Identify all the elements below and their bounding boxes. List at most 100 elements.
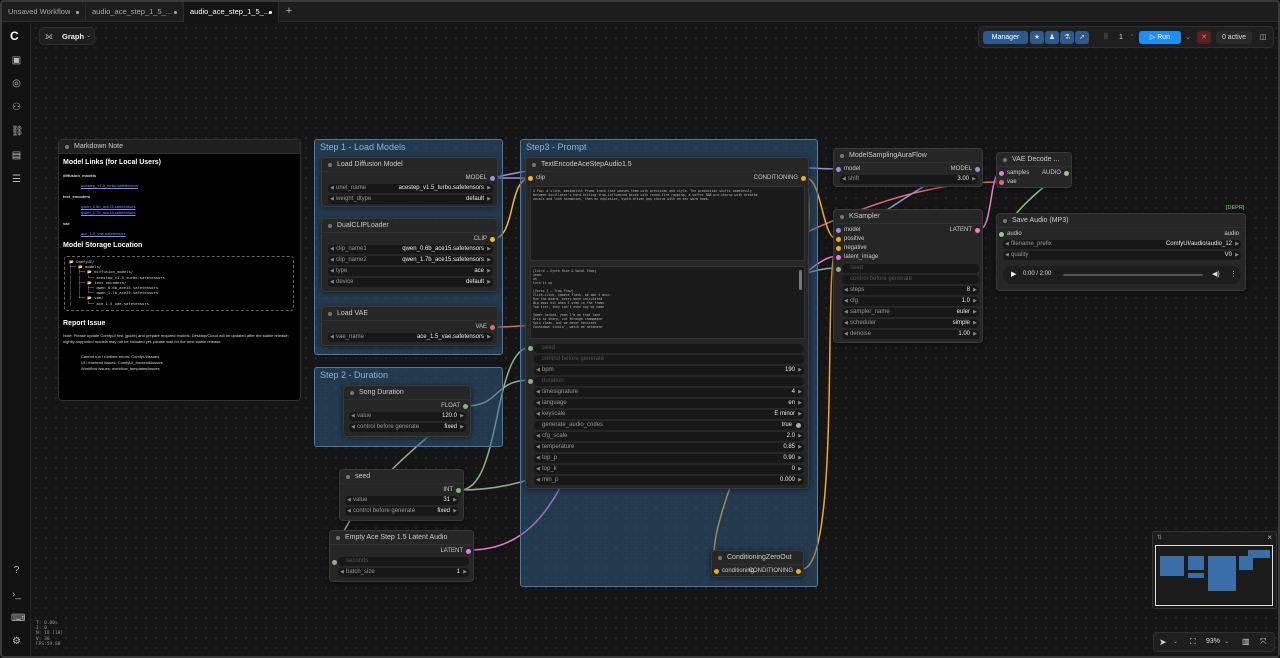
node-empty-latent-audio[interactable]: Empty Ace Step 1.5 Latent Audio LATENT s… — [329, 530, 474, 582]
run-button[interactable]: ▷ Run — [1139, 31, 1181, 44]
issue-link-workflow[interactable]: Workflow issues: workflow_templates/issu… — [81, 366, 160, 371]
lyrics-scrollbar[interactable] — [799, 270, 802, 290]
input-slot-vae[interactable] — [999, 180, 1004, 185]
graph-mode-selector[interactable]: ⟗ Graph ⌄ — [39, 27, 95, 45]
zoom-level[interactable]: 93% — [1206, 638, 1221, 645]
input-slot-model[interactable] — [836, 228, 841, 233]
output-slot[interactable] — [463, 404, 468, 409]
output-slot[interactable] — [490, 176, 495, 181]
minimap-toggle-icon[interactable]: ▥ — [1242, 637, 1250, 646]
output-slot[interactable] — [490, 237, 495, 242]
queue-stepper[interactable]: ⌃ — [1129, 34, 1135, 40]
output-slot[interactable] — [801, 176, 806, 181]
keyboard-icon[interactable]: ⌨ — [11, 613, 26, 624]
minimap[interactable]: ⇅ × — [1152, 531, 1277, 609]
active-jobs-button[interactable]: 0 active — [1216, 31, 1252, 44]
templates-icon[interactable]: ▤ — [11, 150, 22, 161]
input-slot-model[interactable] — [836, 167, 841, 172]
terminal-icon[interactable]: ›_ — [12, 589, 21, 600]
play-icon[interactable]: ▶ — [1011, 271, 1017, 278]
queue-count[interactable]: 1 — [1115, 31, 1127, 44]
node-conditioning-zero-out[interactable]: ConditioningZeroOut conditioning CONDITI… — [711, 550, 804, 577]
workflows-icon[interactable]: ⛓ — [11, 126, 24, 137]
node-modelsampling-auraflow[interactable]: ModelSamplingAuraFlow model MODEL shift3… — [833, 148, 983, 187]
input-slot-seed[interactable] — [836, 267, 841, 272]
widget-top-k[interactable]: top_k0 — [534, 465, 804, 474]
cancel-run-icon[interactable]: ✕ — [1197, 31, 1211, 44]
comfy-logo-icon[interactable]: C — [10, 29, 19, 43]
share-icon[interactable]: ➚ — [1075, 31, 1089, 44]
minimap-viewport[interactable] — [1155, 545, 1273, 606]
images-icon[interactable]: ▣ — [11, 55, 22, 66]
output-slot[interactable] — [490, 325, 495, 330]
input-slot-seed[interactable] — [528, 346, 533, 351]
input-slot-conditioning[interactable] — [714, 569, 719, 574]
issue-link-runtime[interactable]: Cannot run / runtime errors: ComfyUI/iss… — [81, 354, 160, 359]
star-icon[interactable]: ★ — [1030, 31, 1044, 44]
output-slot[interactable] — [466, 549, 471, 554]
settings-gear-icon[interactable]: ⚙ — [12, 636, 21, 647]
input-slot-audio[interactable] — [999, 232, 1004, 237]
input-slot-clip[interactable] — [528, 176, 533, 181]
link-text-encoder-2[interactable]: qwen_1.7b_ace15.safetensors — [81, 210, 136, 215]
model-library-icon[interactable]: ⚇ — [12, 102, 21, 113]
issue-link-frontend[interactable]: UI / frontend issues: ComfyUI_frontend/i… — [81, 360, 163, 365]
node-load-vae[interactable]: Load VAE VAE vae_nameace_1.5_vae.safeten… — [321, 306, 498, 346]
volume-icon[interactable]: ◀) — [1212, 271, 1220, 278]
nodes-icon[interactable]: ◎ — [12, 78, 21, 89]
tags-textarea[interactable]: A Pop: A slick, maximalist Promo track t… — [530, 186, 805, 261]
input-slot-latent[interactable] — [836, 255, 841, 260]
lyrics-textarea[interactable]: [Intro — Synth Rise & Vocal Chop] yeah— … — [530, 266, 805, 339]
tab-workflow-2[interactable]: audio_ace_step_1_5_... — [184, 2, 279, 22]
minimap-close-icon[interactable]: × — [1267, 533, 1272, 542]
pointer-mode-icon[interactable]: ➤ — [1159, 637, 1167, 647]
fit-view-icon[interactable]: ⛶ — [1190, 637, 1196, 646]
input-slot-samples[interactable] — [999, 171, 1004, 176]
link-visibility-icon[interactable]: ⤧ — [1260, 637, 1267, 646]
input-slot-negative[interactable] — [836, 246, 841, 251]
panel-toggle-icon[interactable]: ◫ — [1259, 34, 1267, 41]
output-slot[interactable] — [975, 167, 980, 172]
new-tab-plus-icon[interactable]: + — [285, 5, 293, 17]
run-options-chevron-icon[interactable]: ⌄ — [1185, 34, 1191, 41]
input-slot-seconds[interactable] — [332, 560, 337, 565]
queue-icon[interactable]: ☰ — [12, 174, 21, 185]
flask-icon[interactable]: ⚗ — [1060, 31, 1074, 44]
puzzle-icon[interactable]: ♟ — [1045, 31, 1059, 44]
link-vae-file[interactable]: ace_1.5_vae.safetensors — [81, 231, 126, 236]
output-slot[interactable] — [1064, 171, 1069, 176]
node-dualcliploader[interactable]: DualCLIPLoader CLIP clip_name1qwen_0.6b_… — [321, 218, 498, 292]
manager-button[interactable]: Manager — [983, 31, 1028, 44]
link-text-encoder-1[interactable]: qwen_0.6b_ace15.safetensors — [81, 204, 136, 209]
node-vae-decode[interactable]: VAE Decode ... samples vae AUDIO — [996, 152, 1072, 188]
input-slot-positive[interactable] — [836, 237, 841, 242]
chevron-down-icon[interactable]: ⌄ — [1224, 639, 1230, 645]
drag-handle-icon[interactable]: ⠿ — [1103, 34, 1109, 41]
tab-unsaved-workflow[interactable]: Unsaved Workflow — [2, 2, 86, 22]
node-textencode-acestep[interactable]: TextEncodeAceStepAudio1.5 clip CONDITION… — [525, 157, 809, 489]
